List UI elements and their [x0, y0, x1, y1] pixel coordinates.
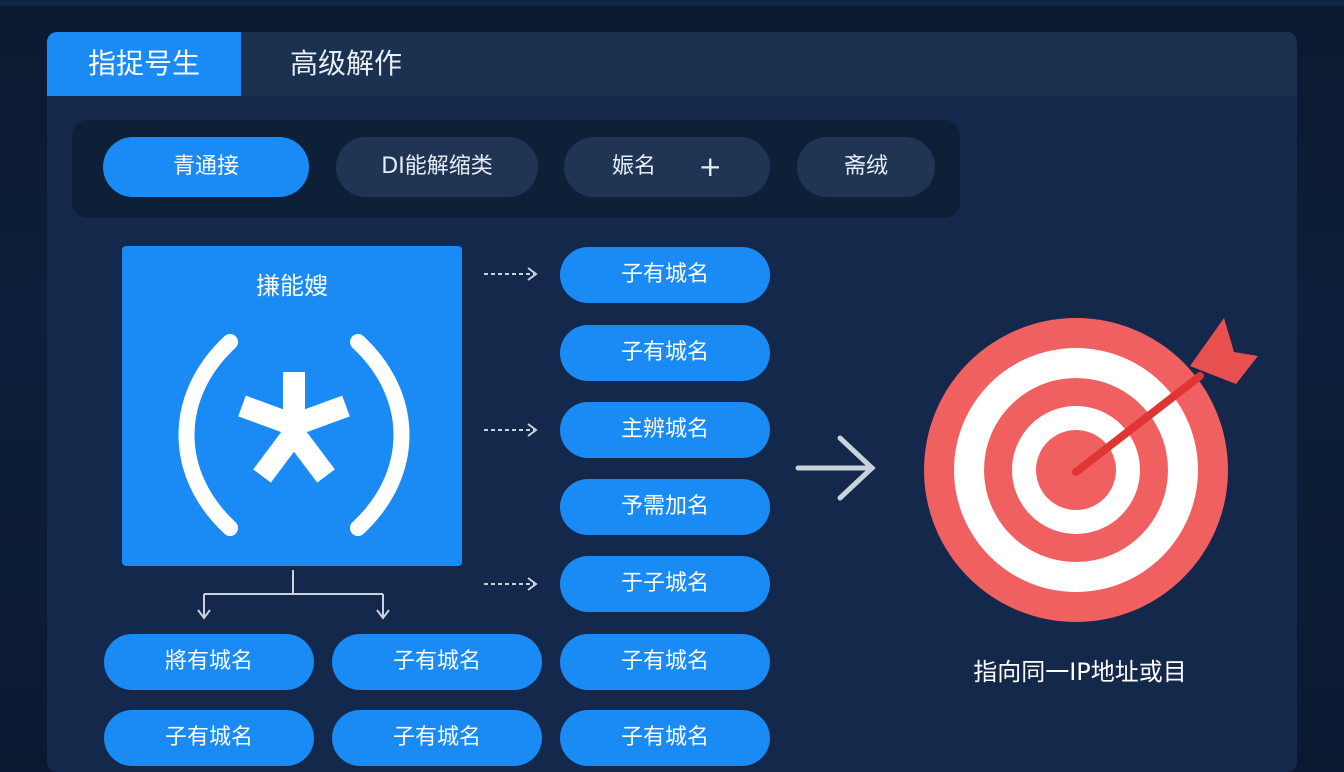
- dashed-arrow-head-2: [527, 423, 538, 437]
- target-icon: [924, 318, 1258, 622]
- subdomain-pill-6[interactable]: 子有城名: [560, 634, 770, 690]
- tab-bar: 指捉号生 高级解作: [47, 32, 1297, 96]
- filter-chip-1[interactable]: 青通接: [103, 137, 309, 197]
- subdomain-pill-bl-2[interactable]: 子有城名: [332, 634, 542, 690]
- wildcard-title: 搛能嫂: [256, 272, 328, 300]
- filter-chip-2-label: 能解缩类: [404, 154, 493, 179]
- filter-chip-3[interactable]: 娠名 +: [564, 137, 770, 197]
- filter-chip-3-label: 娠名: [612, 154, 657, 179]
- tab-advanced[interactable]: 高级解作: [289, 47, 402, 80]
- dashed-arrows: [484, 267, 538, 591]
- filter-chip-4[interactable]: 斋绒: [797, 137, 935, 197]
- dashed-arrow-head-1: [527, 267, 538, 281]
- connector-layer: [197, 267, 1258, 622]
- subdomain-pill-5[interactable]: 于子城名: [560, 556, 770, 612]
- subdomain-pill-3[interactable]: 主辨城名: [560, 402, 770, 458]
- subdomain-pill-bl-1[interactable]: 將有城名: [104, 634, 314, 690]
- dashed-arrow-head-3: [527, 577, 538, 591]
- target-label: 指向同一IP地址或目: [973, 658, 1187, 686]
- subdomain-pill-2[interactable]: 子有城名: [560, 325, 770, 381]
- subdomain-pill-1[interactable]: 子有城名: [560, 247, 770, 303]
- arrow-right-icon: [795, 435, 876, 501]
- filter-chip-2[interactable]: DI能解缩类: [336, 137, 538, 197]
- subdomain-pill-4[interactable]: 予需加名: [560, 479, 770, 535]
- plus-icon: +: [698, 150, 722, 183]
- tree-connector: [197, 570, 390, 620]
- tab-active[interactable]: 指捉号生: [47, 32, 241, 96]
- top-border: [0, 0, 1344, 6]
- wildcard-box: 搛能嫂: [122, 246, 462, 566]
- wildcard-icon: [178, 334, 410, 536]
